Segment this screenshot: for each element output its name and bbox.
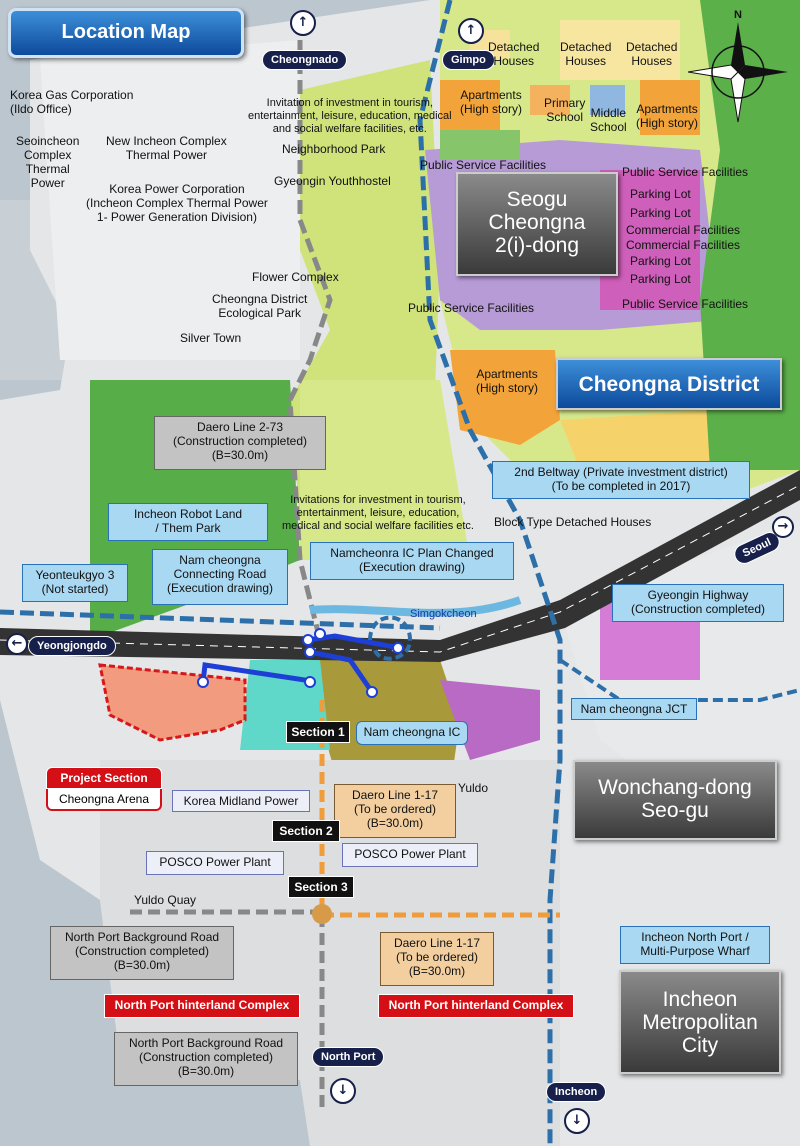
box-posco-left: POSCO Power Plant (146, 851, 284, 875)
direction-yeongjongdo[interactable]: Yeongjongdo (28, 636, 116, 656)
compass-north-label: N (734, 9, 742, 21)
box-section-1: Section 1 (286, 721, 350, 743)
label-parking-2: Parking Lot (630, 206, 691, 220)
label-seoincheon: Seoincheon Complex Thermal Power (16, 134, 80, 190)
direction-north-port[interactable]: North Port (312, 1047, 385, 1067)
box-korea-midland: Korea Midland Power (172, 790, 310, 812)
box-north-port-hinter-1: North Port hinterland Complex (104, 994, 300, 1018)
label-flower-complex: Flower Complex (252, 270, 339, 284)
label-commercial-1: Commercial Facilities (626, 223, 741, 237)
label-neighborhood-park: Neighborhood Park (282, 142, 386, 156)
label-detached-1: Detached Houses (488, 40, 540, 68)
box-posco-right: POSCO Power Plant (342, 843, 478, 867)
district-wonchang: Wonchang-dong Seo-gu (573, 760, 777, 840)
label-simgokcheon: Simgokcheon (410, 608, 477, 620)
label-invest-top: Invitation of investment in tourism, ent… (248, 97, 452, 135)
box-beltway: 2nd Beltway (Private investment district… (492, 461, 750, 499)
box-daero-2-73: Daero Line 2-73 (Construction completed)… (154, 416, 326, 470)
map-title: Location Map (8, 8, 244, 58)
box-nam-connecting: Nam cheongna Connecting Road (Execution … (152, 549, 288, 605)
box-namcheonra-ic: Namcheonra IC Plan Changed (Execution dr… (310, 542, 514, 580)
box-north-port-bg-1: North Port Background Road (Construction… (50, 926, 234, 980)
label-psf-4: Public Service Facilities (622, 297, 749, 311)
label-detached-3: Detached Houses (626, 40, 678, 68)
box-north-port-bg-2: North Port Background Road (Construction… (114, 1032, 298, 1086)
label-yuldo-quay: Yuldo Quay (134, 893, 197, 907)
box-yeonteukgyo: Yeonteukgyo 3 (Not started) (22, 564, 128, 602)
arrow-left-icon: ← (6, 633, 28, 655)
box-gyeongin-hwy: Gyeongin Highway (Construction completed… (612, 584, 784, 622)
label-new-incheon: New Incheon Complex Thermal Power (106, 134, 227, 162)
label-silver-town: Silver Town (180, 331, 242, 345)
box-nam-jct: Nam cheongna JCT (571, 698, 697, 720)
label-psf-3: Public Service Facilities (408, 301, 535, 315)
label-korea-power: Korea Power Corporation (Incheon Complex… (86, 182, 268, 224)
label-youthhostel: Gyeongin Youthhostel (274, 174, 391, 188)
box-cheongna-arena: Cheongna Arena (46, 789, 162, 811)
label-apartments-2: Apartments (High story) (636, 102, 699, 130)
label-middle-school: Middle School (590, 106, 627, 134)
label-korea-gas: Korea Gas Corporation (Ildo Office) (10, 88, 134, 116)
box-robot-land: Incheon Robot Land / Them Park (108, 503, 268, 541)
label-parking-4: Parking Lot (630, 272, 691, 286)
label-detached-2: Detached Houses (560, 40, 612, 68)
box-project-section: Project Section (46, 767, 162, 789)
label-apartments-3: Apartments (High story) (476, 367, 539, 395)
arrow-down-icon: ↓ (564, 1108, 590, 1134)
box-daero-1-17-b: Daero Line 1-17 (To be ordered) (B=30.0m… (380, 932, 494, 986)
arrow-down-icon: ↓ (330, 1078, 356, 1104)
label-commercial-2: Commercial Facilities (626, 238, 741, 252)
box-section-2: Section 2 (272, 820, 340, 842)
label-invest-mid: Invitations for investment in tourism, e… (282, 494, 474, 532)
district-cheongna: Cheongna District (556, 358, 782, 410)
district-incheon-city: Incheon Metropolitan City (619, 970, 781, 1074)
district-seogu-cheongna: Seogu Cheongna 2(i)-dong (456, 172, 618, 276)
direction-gimpo[interactable]: Gimpo (442, 50, 495, 70)
label-psf-1: Public Service Facilities (420, 158, 547, 172)
arrow-up-icon: ↑ (458, 18, 484, 44)
direction-incheon[interactable]: Incheon (546, 1082, 607, 1102)
box-incheon-north-port: Incheon North Port / Multi-Purpose Wharf (620, 926, 770, 964)
label-block-type: Block Type Detached Houses (494, 515, 652, 529)
direction-cheongnado[interactable]: Cheongnado (262, 50, 348, 70)
label-yuldo: Yuldo (458, 781, 489, 795)
box-daero-1-17-a: Daero Line 1-17 (To be ordered) (B=30.0m… (334, 784, 456, 838)
label-parking-1: Parking Lot (630, 187, 691, 201)
label-parking-3: Parking Lot (630, 254, 691, 268)
arrow-up-icon: ↑ (290, 10, 316, 36)
label-primary-school: Primary School (544, 96, 586, 124)
label-ecological-park: Cheongna District Ecological Park (212, 292, 308, 320)
box-section-3: Section 3 (288, 876, 354, 898)
arrow-right-icon: → (772, 516, 794, 538)
box-north-port-hinter-2: North Port hinterland Complex (378, 994, 574, 1018)
map-title-text: Location Map (61, 21, 191, 43)
label-apartments-1: Apartments (High story) (460, 88, 523, 116)
box-nam-ic: Nam cheongna IC (356, 721, 468, 745)
label-psf-2: Public Service Facilities (622, 165, 749, 179)
